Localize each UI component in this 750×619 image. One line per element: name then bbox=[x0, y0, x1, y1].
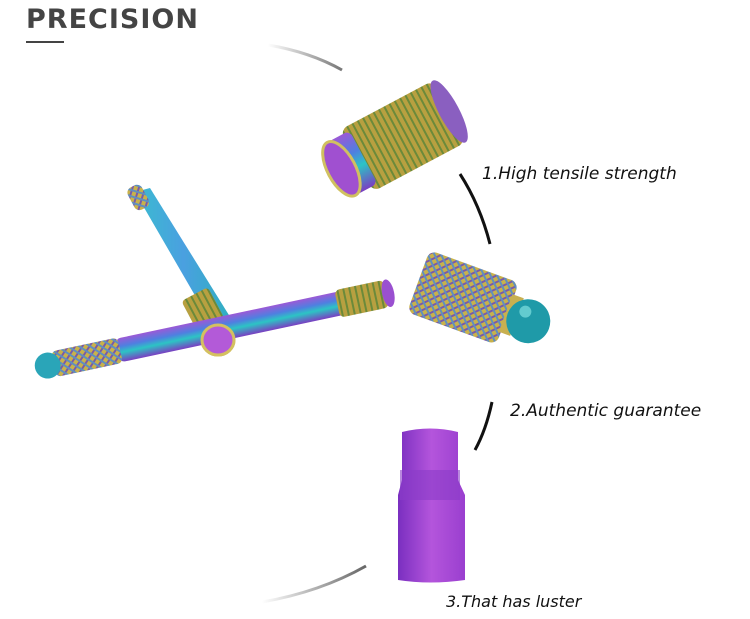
page-title: PRECISION bbox=[26, 4, 199, 35]
feature-label-1: 1.High tensile strength bbox=[482, 164, 677, 184]
purple-barrel-image bbox=[398, 428, 465, 583]
title-underline bbox=[26, 41, 64, 43]
decorative-arc-2 bbox=[473, 401, 494, 451]
feature-label-2: 2.Authentic guarantee bbox=[510, 401, 702, 421]
pen-front bbox=[34, 279, 395, 379]
decorative-arc-bottom bbox=[261, 564, 367, 604]
feature-label-3: 3.That has luster bbox=[446, 592, 582, 611]
threaded-end-image bbox=[321, 80, 468, 198]
knurled-grip-image bbox=[409, 252, 551, 344]
decorative-arc-top bbox=[267, 43, 343, 72]
decorative-arc-1 bbox=[458, 173, 492, 245]
